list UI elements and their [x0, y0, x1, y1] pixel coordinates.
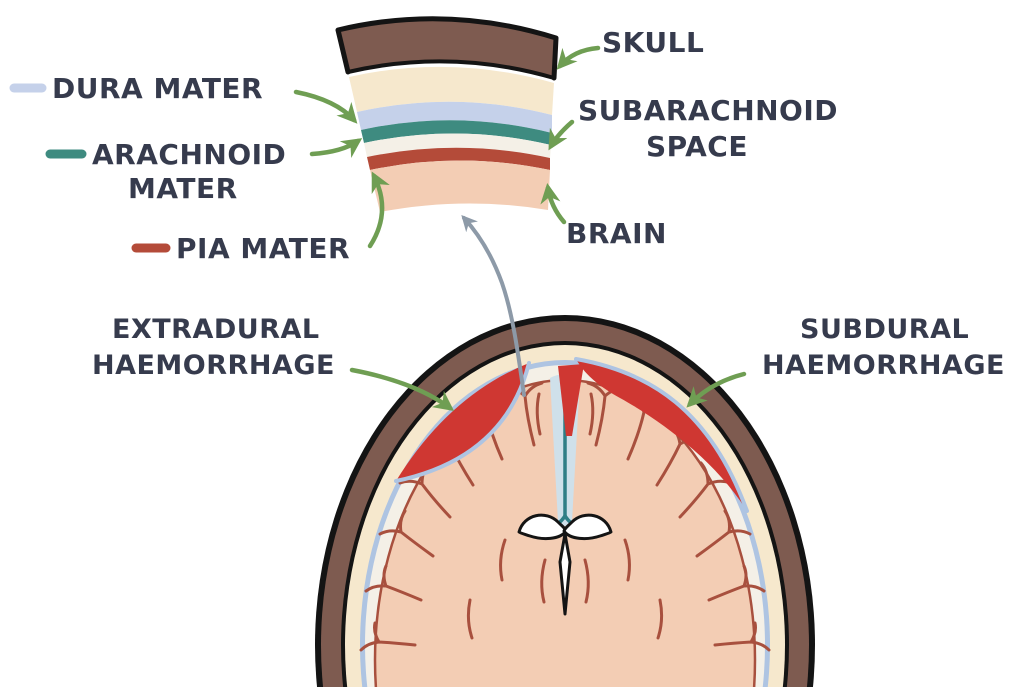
extradural-haemorrhage-shape	[396, 363, 529, 481]
brain-layer	[370, 160, 550, 212]
subarachnoid-arrow	[548, 119, 575, 151]
inset-outline	[335, 16, 559, 81]
subdural-arrow	[686, 371, 747, 408]
right-lateral-ventricle	[562, 513, 613, 541]
extradural-label-line1: EXTRADURAL	[112, 314, 320, 345]
ventricles	[517, 513, 613, 616]
extradural-arrow	[349, 367, 455, 412]
arachnoid-arrow	[309, 138, 363, 158]
subdural-fissure-tracking	[558, 364, 584, 436]
dura-over-subdural	[574, 357, 749, 513]
brain-label: BRAIN	[566, 217, 667, 250]
extradural-label-line2: HAEMORRHAGE	[92, 350, 335, 381]
dura-mater-label: DURA MATER	[52, 72, 263, 105]
dura-mater-layer	[357, 101, 552, 133]
subarachnoid-label-line1: SUBARACHNOID	[578, 94, 838, 127]
labels: DURA MATER ARACHNOID MATER PIA MATER SKU…	[52, 26, 1005, 381]
subdural-label-line2: HAEMORRHAGE	[762, 350, 1005, 381]
subdural-haemorrhage-shape	[576, 359, 747, 511]
arachnoid-mater-label-line2: MATER	[128, 172, 238, 205]
brain-arrow	[540, 182, 567, 225]
arachnoid-mater-layer	[361, 120, 552, 145]
inset-skull-divider	[346, 59, 556, 80]
pia-mater-label: PIA MATER	[176, 232, 350, 265]
legend-swatches	[9, 83, 171, 253]
pia-arrow	[367, 171, 390, 249]
pia-mater-layer	[367, 147, 550, 170]
dura-arrow	[293, 89, 358, 124]
coronal-head-section	[315, 315, 815, 687]
skull-arrow	[556, 45, 601, 70]
subdural-label-line1: SUBDURAL	[800, 314, 969, 345]
subarachnoid-label-line2: SPACE	[646, 130, 748, 163]
subarachnoid-space-layer	[364, 133, 551, 158]
meninges-inset	[335, 16, 559, 212]
inset-pointer-arrow	[461, 215, 526, 397]
haemorrhages	[396, 359, 747, 511]
skull-label: SKULL	[602, 26, 704, 59]
arachnoid-mater-label-line1: ARACHNOID	[92, 138, 286, 171]
label-arrows	[293, 45, 747, 412]
skull-inner-layer	[349, 66, 554, 115]
third-ventricle	[558, 532, 572, 616]
